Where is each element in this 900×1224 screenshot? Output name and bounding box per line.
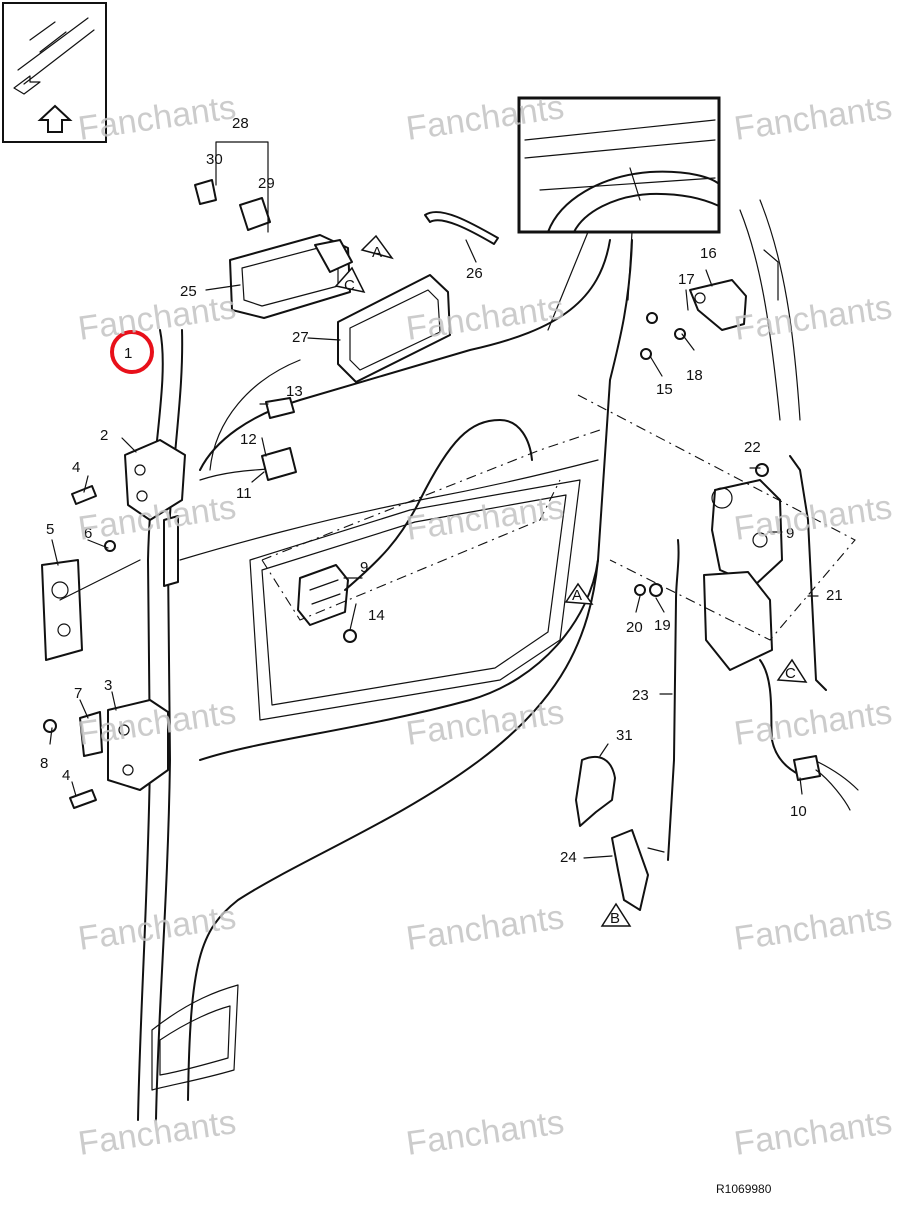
svg-text:Fanchants: Fanchants bbox=[732, 288, 895, 348]
upper-hinge bbox=[124, 439, 186, 521]
svg-text:C: C bbox=[344, 277, 355, 294]
section-marker-A-top: A bbox=[360, 234, 394, 261]
callout-10: 10 bbox=[790, 803, 807, 820]
rod-clip bbox=[424, 211, 499, 245]
callout-8: 8 bbox=[40, 755, 48, 772]
reference-code: R1069980 bbox=[716, 1182, 772, 1196]
callout-15: 15 bbox=[656, 381, 673, 398]
callout-9-left: 9 bbox=[360, 559, 368, 576]
svg-text:Fanchants: Fanchants bbox=[732, 1103, 895, 1163]
lock-rod-21 bbox=[789, 455, 827, 691]
callout-26: 26 bbox=[466, 265, 483, 282]
lock-rod-23 bbox=[667, 539, 680, 861]
handle-clip-13 bbox=[265, 397, 295, 419]
callout-14: 14 bbox=[368, 607, 385, 624]
callout-13: 13 bbox=[286, 383, 303, 400]
callout-4-lower: 4 bbox=[62, 767, 70, 784]
hinge-bracket bbox=[79, 711, 103, 757]
section-marker-A-mid: A bbox=[564, 582, 594, 605]
callout-5: 5 bbox=[46, 521, 54, 538]
svg-text:A: A bbox=[572, 587, 582, 604]
callout-22: 22 bbox=[744, 439, 761, 456]
connector-10 bbox=[793, 755, 821, 781]
callout-2: 2 bbox=[100, 427, 108, 444]
callout-7: 7 bbox=[74, 685, 82, 702]
callout-31: 31 bbox=[616, 727, 633, 744]
callout-29: 29 bbox=[258, 175, 275, 192]
section-plane bbox=[261, 429, 601, 621]
callout-18: 18 bbox=[686, 367, 703, 384]
section-marker-B: B bbox=[600, 902, 632, 927]
inner-handle bbox=[297, 564, 349, 626]
callout-30: 30 bbox=[206, 151, 223, 168]
svg-text:Fanchants: Fanchants bbox=[404, 693, 567, 753]
callout-6: 6 bbox=[84, 525, 92, 542]
bolts-left bbox=[43, 485, 116, 809]
callout-11: 11 bbox=[236, 485, 252, 502]
hinge-bracket-16 bbox=[689, 279, 747, 331]
svg-text:Fanchants: Fanchants bbox=[76, 288, 239, 348]
lever-24 bbox=[611, 829, 665, 911]
outer-handle-assembly bbox=[194, 179, 353, 319]
section-marker-C-right: C bbox=[776, 658, 808, 683]
up-arrow-icon bbox=[37, 104, 73, 133]
callout-28: 28 bbox=[232, 115, 249, 132]
handle-cup-11 bbox=[261, 447, 297, 481]
svg-text:A: A bbox=[372, 244, 382, 261]
window-frame-seal bbox=[337, 274, 451, 383]
callout-16: 16 bbox=[700, 245, 717, 262]
svg-text:Fanchants: Fanchants bbox=[732, 693, 895, 753]
catch-31 bbox=[575, 755, 616, 827]
interior-cable bbox=[344, 419, 533, 591]
svg-text:B: B bbox=[610, 910, 620, 927]
door-lock-mechanism bbox=[577, 394, 856, 671]
striker-pillar bbox=[739, 199, 801, 421]
svg-text:Fanchants: Fanchants bbox=[732, 88, 895, 148]
svg-text:Fanchants: Fanchants bbox=[404, 1103, 567, 1163]
door-striker-plate bbox=[163, 515, 179, 587]
callout-17: 17 bbox=[678, 271, 695, 288]
section-marker-C-top: C bbox=[334, 266, 366, 294]
door-shell bbox=[137, 239, 633, 1121]
callout-4-upper: 4 bbox=[72, 459, 80, 476]
svg-text:Fanchants: Fanchants bbox=[76, 898, 239, 958]
callout-23: 23 bbox=[632, 687, 649, 704]
callout-19: 19 bbox=[654, 617, 671, 634]
callout-25: 25 bbox=[180, 283, 197, 300]
callout-3: 3 bbox=[104, 677, 112, 694]
svg-text:Fanchants: Fanchants bbox=[404, 898, 567, 958]
callout-20: 20 bbox=[626, 619, 643, 636]
screws-right bbox=[343, 312, 769, 643]
leader-lines bbox=[49, 141, 819, 859]
svg-text:C: C bbox=[785, 665, 796, 682]
door-check-strap bbox=[41, 559, 141, 661]
highlight-circle bbox=[110, 330, 154, 374]
callout-21: 21 bbox=[826, 587, 843, 604]
callout-12: 12 bbox=[240, 431, 257, 448]
callout-24: 24 bbox=[560, 849, 577, 866]
lower-hinge bbox=[107, 699, 169, 791]
locator-thumbnail bbox=[2, 2, 107, 143]
callout-labels: 1 2 3 4 4 5 6 7 8 9 9 10 11 12 13 14 15 … bbox=[40, 115, 843, 866]
svg-text:Fanchants: Fanchants bbox=[732, 898, 895, 958]
callout-9-right: 9 bbox=[786, 525, 794, 542]
lock-wiring-harness bbox=[759, 659, 801, 776]
detail-zoom-box bbox=[517, 96, 721, 331]
callout-27: 27 bbox=[292, 329, 309, 346]
callout-1: 1 bbox=[124, 345, 132, 362]
